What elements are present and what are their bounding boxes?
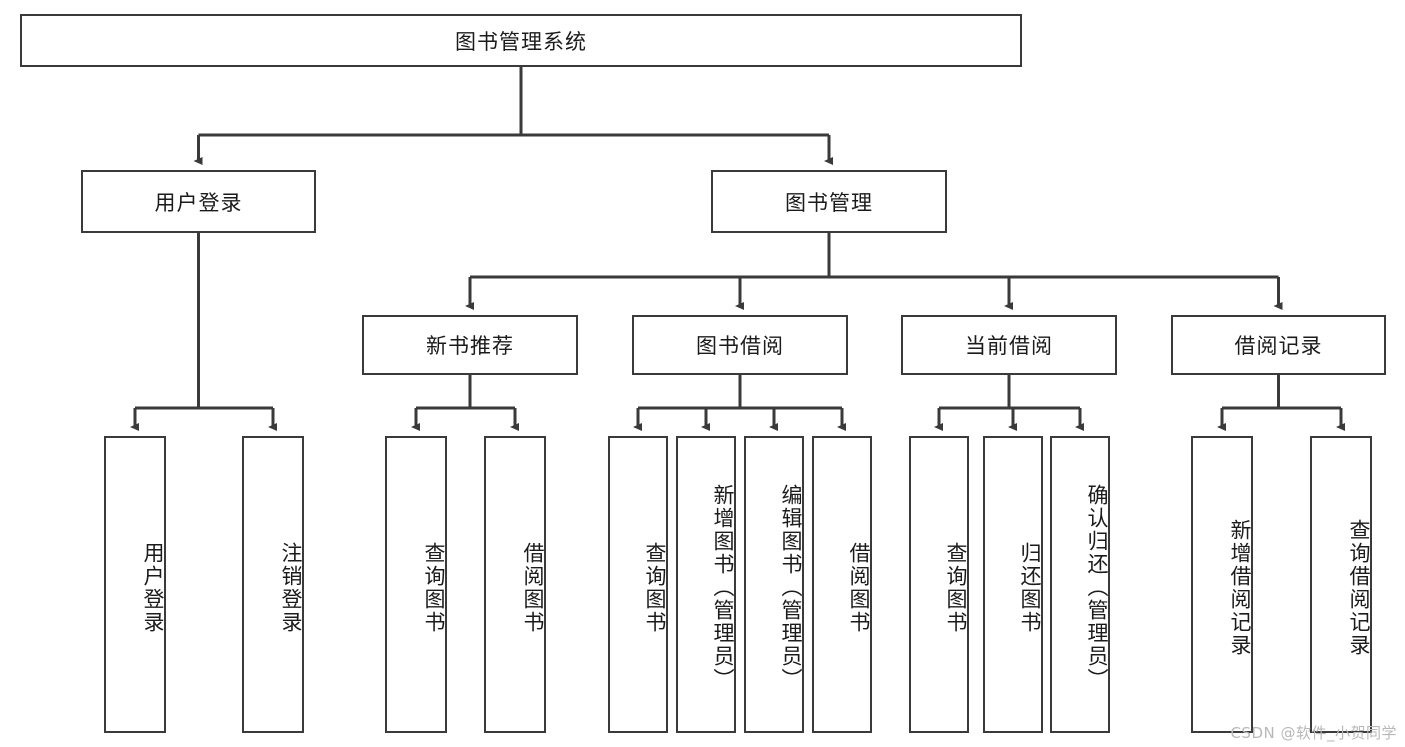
node-system-root[interactable]: 图书管理系统 [20, 14, 1022, 67]
node-label: 查询图书 [944, 541, 968, 634]
node-label: 用户登录 [141, 541, 165, 634]
node-leaf-return-book[interactable]: 归还图书 [983, 436, 1043, 733]
node-current-borrow[interactable]: 当前借阅 [901, 315, 1117, 375]
node-label: 借阅图书 [847, 541, 871, 634]
node-leaf-query-book-2[interactable]: 查询图书 [608, 436, 668, 733]
node-label: 归还图书 [1018, 541, 1042, 634]
node-book-borrow[interactable]: 图书借阅 [632, 315, 848, 375]
watermark-text: CSDN @软件_小贺同学 [1230, 724, 1397, 742]
node-leaf-borrow-book-2[interactable]: 借阅图书 [812, 436, 872, 733]
node-label: 新增借阅记录 [1228, 518, 1252, 657]
node-leaf-query-record[interactable]: 查询借阅记录 [1310, 436, 1372, 733]
node-label: 图书管理 [785, 190, 873, 215]
node-user-login[interactable]: 用户登录 [81, 170, 316, 233]
node-leaf-add-record[interactable]: 新增借阅记录 [1191, 436, 1253, 733]
node-borrow-record[interactable]: 借阅记录 [1171, 315, 1386, 375]
node-label: 当前借阅 [965, 334, 1053, 358]
node-label: 借阅图书 [521, 541, 545, 634]
node-book-management[interactable]: 图书管理 [711, 170, 947, 233]
node-label: 确认归还（管理员） [1085, 484, 1109, 691]
node-leaf-query-book-3[interactable]: 查询图书 [909, 436, 969, 733]
node-label: 注销登录 [279, 541, 303, 634]
node-label: 借阅记录 [1234, 334, 1323, 358]
node-leaf-logout[interactable]: 注销登录 [242, 436, 304, 733]
node-label: 新书推荐 [426, 334, 514, 358]
node-leaf-user-login[interactable]: 用户登录 [104, 436, 166, 733]
node-label: 查询图书 [643, 541, 667, 634]
node-leaf-query-book-1[interactable]: 查询图书 [385, 436, 447, 733]
node-leaf-confirm-return[interactable]: 确认归还（管理员） [1050, 436, 1110, 733]
node-label: 查询借阅记录 [1347, 518, 1371, 657]
node-label: 图书借阅 [696, 334, 784, 358]
node-label: 编辑图书（管理员） [779, 484, 803, 691]
node-leaf-edit-book[interactable]: 编辑图书（管理员） [744, 436, 804, 733]
node-label: 新增图书（管理员） [711, 484, 735, 691]
node-label: 图书管理系统 [455, 29, 587, 54]
node-label: 用户登录 [154, 190, 243, 215]
node-leaf-add-book[interactable]: 新增图书（管理员） [676, 436, 736, 733]
node-new-book-recommend[interactable]: 新书推荐 [362, 315, 578, 375]
node-label: 查询图书 [422, 541, 446, 634]
node-leaf-borrow-book-1[interactable]: 借阅图书 [484, 436, 546, 733]
